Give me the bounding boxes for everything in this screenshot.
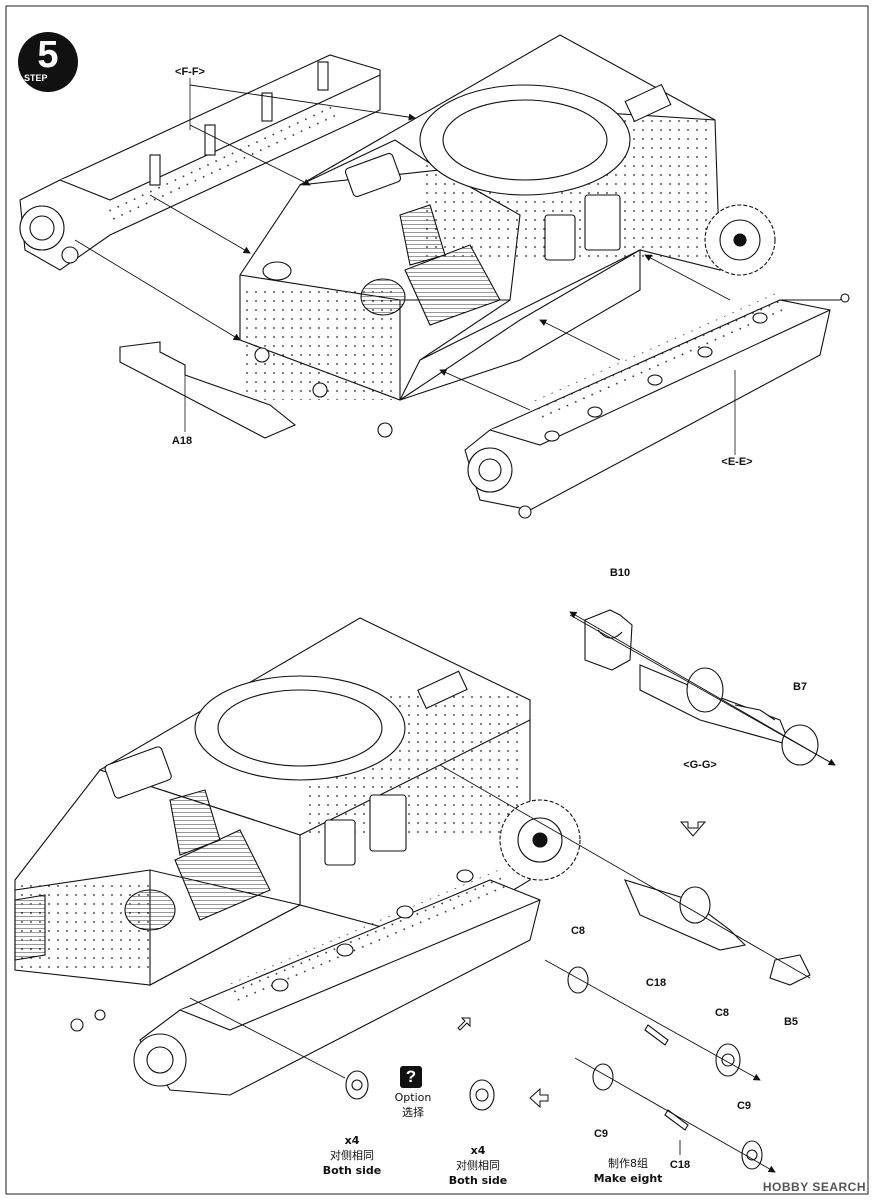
label-e-e: <E-E> (721, 456, 753, 468)
axle-line-lower (439, 764, 811, 979)
label-c18-b: C18 (669, 1159, 691, 1171)
part-a18-plate (119, 341, 297, 439)
label-c8-b: C8 (714, 1007, 730, 1019)
suspension-rail-bottom (133, 799, 581, 1096)
wheel-parts (345, 966, 763, 1170)
label-g-g: <G-G> (683, 759, 717, 771)
step-number: 5 (37, 34, 59, 76)
caption-right-qty: x4 (470, 1144, 486, 1157)
caption-left: x4 对侧相同 Both side (323, 1133, 382, 1178)
label-a18: A18 (171, 435, 193, 447)
hull-top (239, 34, 776, 438)
label-c9-a: C9 (593, 1128, 609, 1140)
option-cn: 选择 (402, 1106, 424, 1119)
option-caption: Option 选择 (395, 1090, 432, 1120)
label-c9-b: C9 (736, 1100, 752, 1112)
wheel-arrows (189, 959, 776, 1173)
direction-arrows (457, 821, 707, 1109)
caption-left-en: Both side (322, 1164, 382, 1177)
step-word: STEP (24, 73, 48, 83)
caption-make: 制作8组 Make eight (594, 1156, 663, 1186)
label-b7: B7 (792, 681, 808, 693)
suspension-rail-e-e (464, 291, 850, 519)
watermark-brand: HOBBY SEARCH (762, 1180, 866, 1194)
label-f-f: <F-F> (175, 66, 205, 78)
label-c8-a: C8 (570, 925, 586, 937)
caption-make-cn: 制作8组 (608, 1157, 648, 1170)
label-b5: B5 (783, 1016, 799, 1028)
axle-assembly-b5 (624, 879, 811, 986)
label-b10: B10 (609, 567, 631, 579)
hull-bottom (14, 617, 531, 1032)
step-badge: 5 STEP (18, 32, 78, 92)
option-icon: ? (400, 1066, 422, 1088)
caption-left-qty: x4 (344, 1134, 360, 1147)
caption-right-cn: 对侧相同 (455, 1159, 500, 1172)
caption-make-en: Make eight (593, 1172, 663, 1185)
caption-right-en: Both side (448, 1174, 508, 1187)
suspension-rail-f-f (19, 54, 381, 271)
caption-right: x4 对侧相同 Both side (449, 1143, 508, 1188)
label-c18-a: C18 (645, 977, 667, 989)
option-en: Option (394, 1091, 432, 1104)
top-leader-lines (184, 78, 736, 455)
caption-left-cn: 对侧相同 (329, 1149, 374, 1162)
top-arrows (74, 84, 731, 411)
